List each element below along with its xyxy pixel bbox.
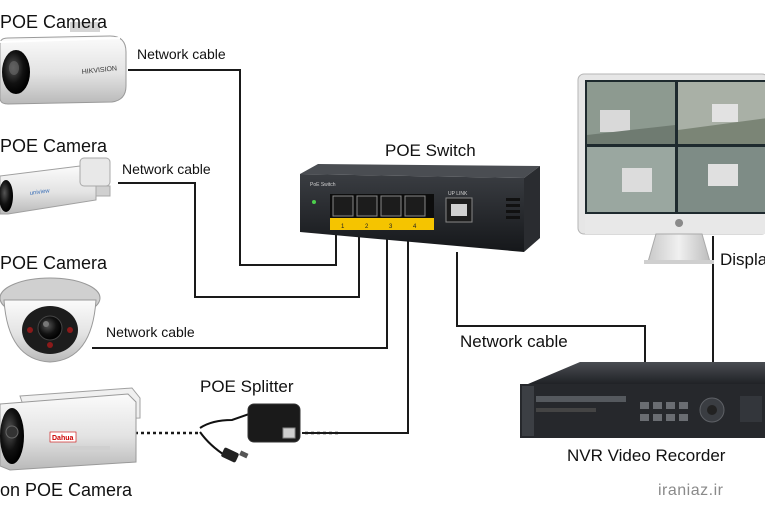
monitor-cctv-tiles [587, 82, 765, 212]
camera-4-label: on POE Camera [0, 480, 133, 500]
switch-port-2: 2 [365, 224, 369, 230]
nvr-label: NVR Video Recorder [567, 446, 726, 465]
poe-switch-label: POE Switch [385, 141, 476, 160]
camera-1-brand: HIKVISION [81, 65, 117, 76]
cable-camera-2 [118, 182, 360, 298]
cable-camera-4-switch [302, 226, 409, 434]
cable-label-camera-1: Network cable [137, 46, 226, 62]
camera-4-image: Dahua [0, 387, 141, 471]
cable-label-switch-nvr: Network cable [460, 332, 568, 351]
switch-vents [506, 198, 520, 219]
camera-2-image: uniview [0, 157, 111, 215]
cable-switch-nvr [456, 252, 646, 362]
cable-camera-1 [128, 69, 337, 266]
camera-3-image [0, 277, 101, 363]
camera-1-label: POE Camera [0, 12, 108, 32]
switch-port-3: 3 [389, 224, 393, 230]
switch-uplink-label: UP LINK [448, 191, 468, 197]
switch-port-4: 4 [413, 224, 417, 230]
poe-switch-image: 1 2 3 4 PoE Switch UP LINK [300, 164, 540, 252]
watermark: iraniaz.ir [658, 482, 724, 499]
cable-label-camera-2: Network cable [122, 161, 211, 177]
poe-splitter-label: POE Splitter [200, 377, 294, 396]
camera-2-label: POE Camera [0, 136, 108, 156]
nvr-buttons [640, 402, 688, 421]
camera-4-brand: Dahua [52, 435, 74, 442]
display-label: Displa [720, 250, 765, 269]
switch-tiny-label: PoE Switch [310, 182, 336, 188]
switch-ports [332, 195, 473, 223]
monitor-image [577, 73, 765, 264]
camera-2-brand: uniview [29, 188, 50, 197]
camera-3-label: POE Camera [0, 253, 108, 273]
nvr-image [520, 362, 765, 438]
switch-port-1: 1 [341, 224, 345, 230]
camera-1-image: HIKVISION [0, 22, 127, 105]
cable-camera-3 [92, 226, 388, 349]
cable-label-camera-3: Network cable [106, 324, 195, 340]
poe-splitter-image [199, 403, 301, 463]
